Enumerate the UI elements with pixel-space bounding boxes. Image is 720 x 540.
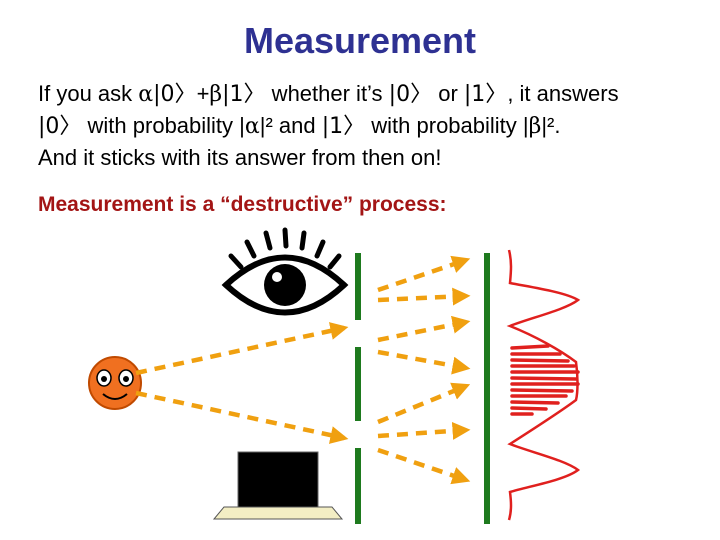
- abs-bar: |: [239, 113, 245, 138]
- ket-zero: |0〉: [388, 82, 433, 107]
- interference-pattern: [506, 249, 581, 521]
- ket-zero: |0〉: [38, 114, 82, 139]
- plus-sign: +: [196, 81, 210, 106]
- alpha-symbol: α: [138, 82, 154, 107]
- abs-bar-squared: |²: [541, 113, 555, 138]
- text-run: , it answers: [507, 81, 619, 106]
- particle-arrows: [135, 255, 471, 485]
- text-run: or: [432, 81, 464, 106]
- body-line-2: |0〉 with probability |α|² and |1〉 with p…: [38, 110, 708, 142]
- eye-icon: [221, 227, 349, 316]
- ket-one: |1〉: [222, 82, 266, 107]
- text-run: If you ask: [38, 81, 139, 106]
- text-run: and: [272, 113, 322, 138]
- slide-title: Measurement: [243, 20, 477, 61]
- alpha-symbol: α: [244, 114, 260, 139]
- abs-bar: |: [522, 113, 529, 138]
- ket-zero: |0〉: [153, 82, 197, 107]
- text-run: whether it’s: [265, 81, 389, 106]
- subheading: Measurement is a “destructive” process:: [38, 193, 447, 216]
- abs-bar-squared: |²: [259, 113, 273, 138]
- body-text: If you ask α|0〉+β|1〉 whether it’s |0〉 or…: [38, 78, 708, 173]
- beta-symbol: β: [209, 82, 223, 107]
- laptop-icon: [212, 451, 344, 520]
- text-run: with probability: [365, 113, 523, 138]
- body-line-3: And it sticks with its answer from then …: [38, 145, 442, 170]
- text-run: .: [554, 113, 561, 138]
- smiley-face-icon: [88, 356, 142, 410]
- text-run: with probability: [81, 113, 240, 138]
- body-line-1: If you ask α|0〉+β|1〉 whether it’s |0〉 or…: [38, 78, 708, 110]
- ket-one: |1〉: [463, 82, 508, 107]
- beta-symbol: β: [528, 114, 542, 139]
- ket-one: |1〉: [321, 114, 366, 139]
